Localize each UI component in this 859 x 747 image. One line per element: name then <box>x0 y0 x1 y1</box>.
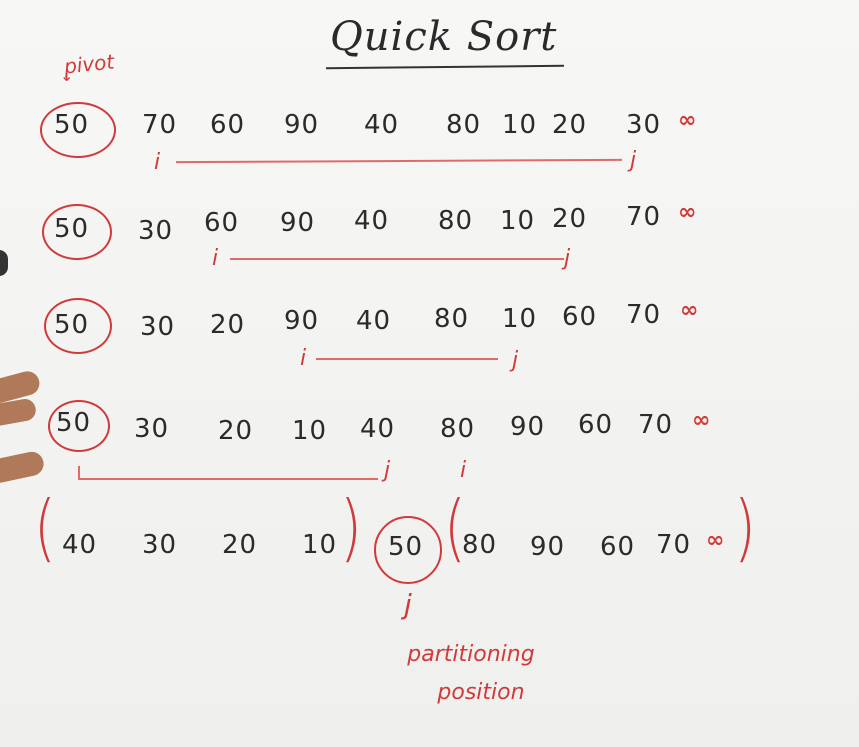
value: 90 <box>280 208 316 238</box>
right-paren: ) <box>340 486 362 571</box>
value: 80 <box>462 530 498 560</box>
value: 20 <box>218 416 254 446</box>
value: 50 <box>54 214 90 244</box>
value: 60 <box>204 208 240 238</box>
value: 30 <box>142 530 178 560</box>
i-marker: i <box>212 246 219 271</box>
value: 50 <box>54 310 90 340</box>
infinity-symbol: ∞ <box>678 108 698 133</box>
value: 20 <box>552 204 588 234</box>
infinity-symbol: ∞ <box>678 200 698 225</box>
left-paren: ( <box>444 486 466 571</box>
value: 20 <box>210 310 246 340</box>
array-row-2: 50 30 60 90 40 80 10 20 70 ∞ <box>0 198 859 260</box>
i-marker: i <box>460 458 467 483</box>
value: 10 <box>502 110 538 140</box>
final-pivot-value: 50 <box>388 532 424 562</box>
value: 40 <box>62 530 98 560</box>
pivot-circle <box>44 298 112 354</box>
value: 90 <box>284 306 320 336</box>
i-marker: i <box>300 346 307 371</box>
value: 40 <box>354 206 390 236</box>
value: 60 <box>578 410 614 440</box>
value: 70 <box>656 530 692 560</box>
value: 90 <box>530 532 566 562</box>
value: 90 <box>510 412 546 442</box>
value: 70 <box>638 410 674 440</box>
partition-label-line-2: position <box>437 680 525 705</box>
pivot-circle <box>40 102 116 158</box>
partition-label-line-1: partitioning <box>407 642 535 667</box>
array-row-4: 50 30 20 10 40 80 90 60 70 ∞ <box>0 394 859 454</box>
j-marker: j <box>384 458 391 483</box>
value: 50 <box>56 408 92 438</box>
value: 70 <box>626 300 662 330</box>
value: 30 <box>140 312 176 342</box>
infinity-symbol: ∞ <box>692 408 712 433</box>
value: 40 <box>356 306 392 336</box>
value: 10 <box>302 530 338 560</box>
value: 10 <box>500 206 536 236</box>
value: 60 <box>210 110 246 140</box>
value: 20 <box>222 530 258 560</box>
value: 80 <box>434 304 470 334</box>
array-row-1: 50 70 60 90 40 80 10 20 30 ∞ <box>0 98 859 158</box>
value: 40 <box>360 414 396 444</box>
pivot-label: pivot <box>62 49 116 79</box>
final-pivot-circle <box>374 516 442 584</box>
left-paren: ( <box>34 486 56 571</box>
board-title: Quick Sort <box>330 14 558 60</box>
value: 90 <box>284 110 320 140</box>
value: 60 <box>600 532 636 562</box>
value: 10 <box>292 416 328 446</box>
j-marker: j <box>512 348 519 373</box>
j-marker: j <box>404 588 412 621</box>
range-line-tick <box>78 466 80 480</box>
range-line <box>175 158 623 164</box>
array-row-3: 50 30 20 90 40 80 10 60 70 ∞ <box>0 292 859 354</box>
value: 50 <box>54 110 90 140</box>
value: 80 <box>438 206 474 236</box>
j-marker: j <box>564 246 571 271</box>
title-underline <box>325 64 565 70</box>
range-line <box>316 358 498 360</box>
value: 30 <box>134 414 170 444</box>
value: 70 <box>142 110 178 140</box>
i-marker: i <box>154 150 161 175</box>
marker-pen <box>0 250 8 276</box>
pivot-arrow-icon: ↓ <box>60 66 74 85</box>
value: 80 <box>440 414 476 444</box>
right-paren: ) <box>734 486 756 571</box>
infinity-symbol: ∞ <box>706 528 726 553</box>
value: 40 <box>364 110 400 140</box>
value: 30 <box>138 216 174 246</box>
value: 10 <box>502 304 538 334</box>
value: 30 <box>626 110 662 140</box>
value: 70 <box>626 202 662 232</box>
pivot-circle <box>42 204 112 260</box>
presenter-hand <box>0 449 46 487</box>
value: 20 <box>552 110 588 140</box>
infinity-symbol: ∞ <box>680 298 700 323</box>
value: 80 <box>446 110 482 140</box>
j-marker: j <box>630 148 637 173</box>
range-line <box>230 258 564 260</box>
value: 60 <box>562 302 598 332</box>
range-line <box>78 478 378 480</box>
pivot-circle <box>48 400 110 452</box>
